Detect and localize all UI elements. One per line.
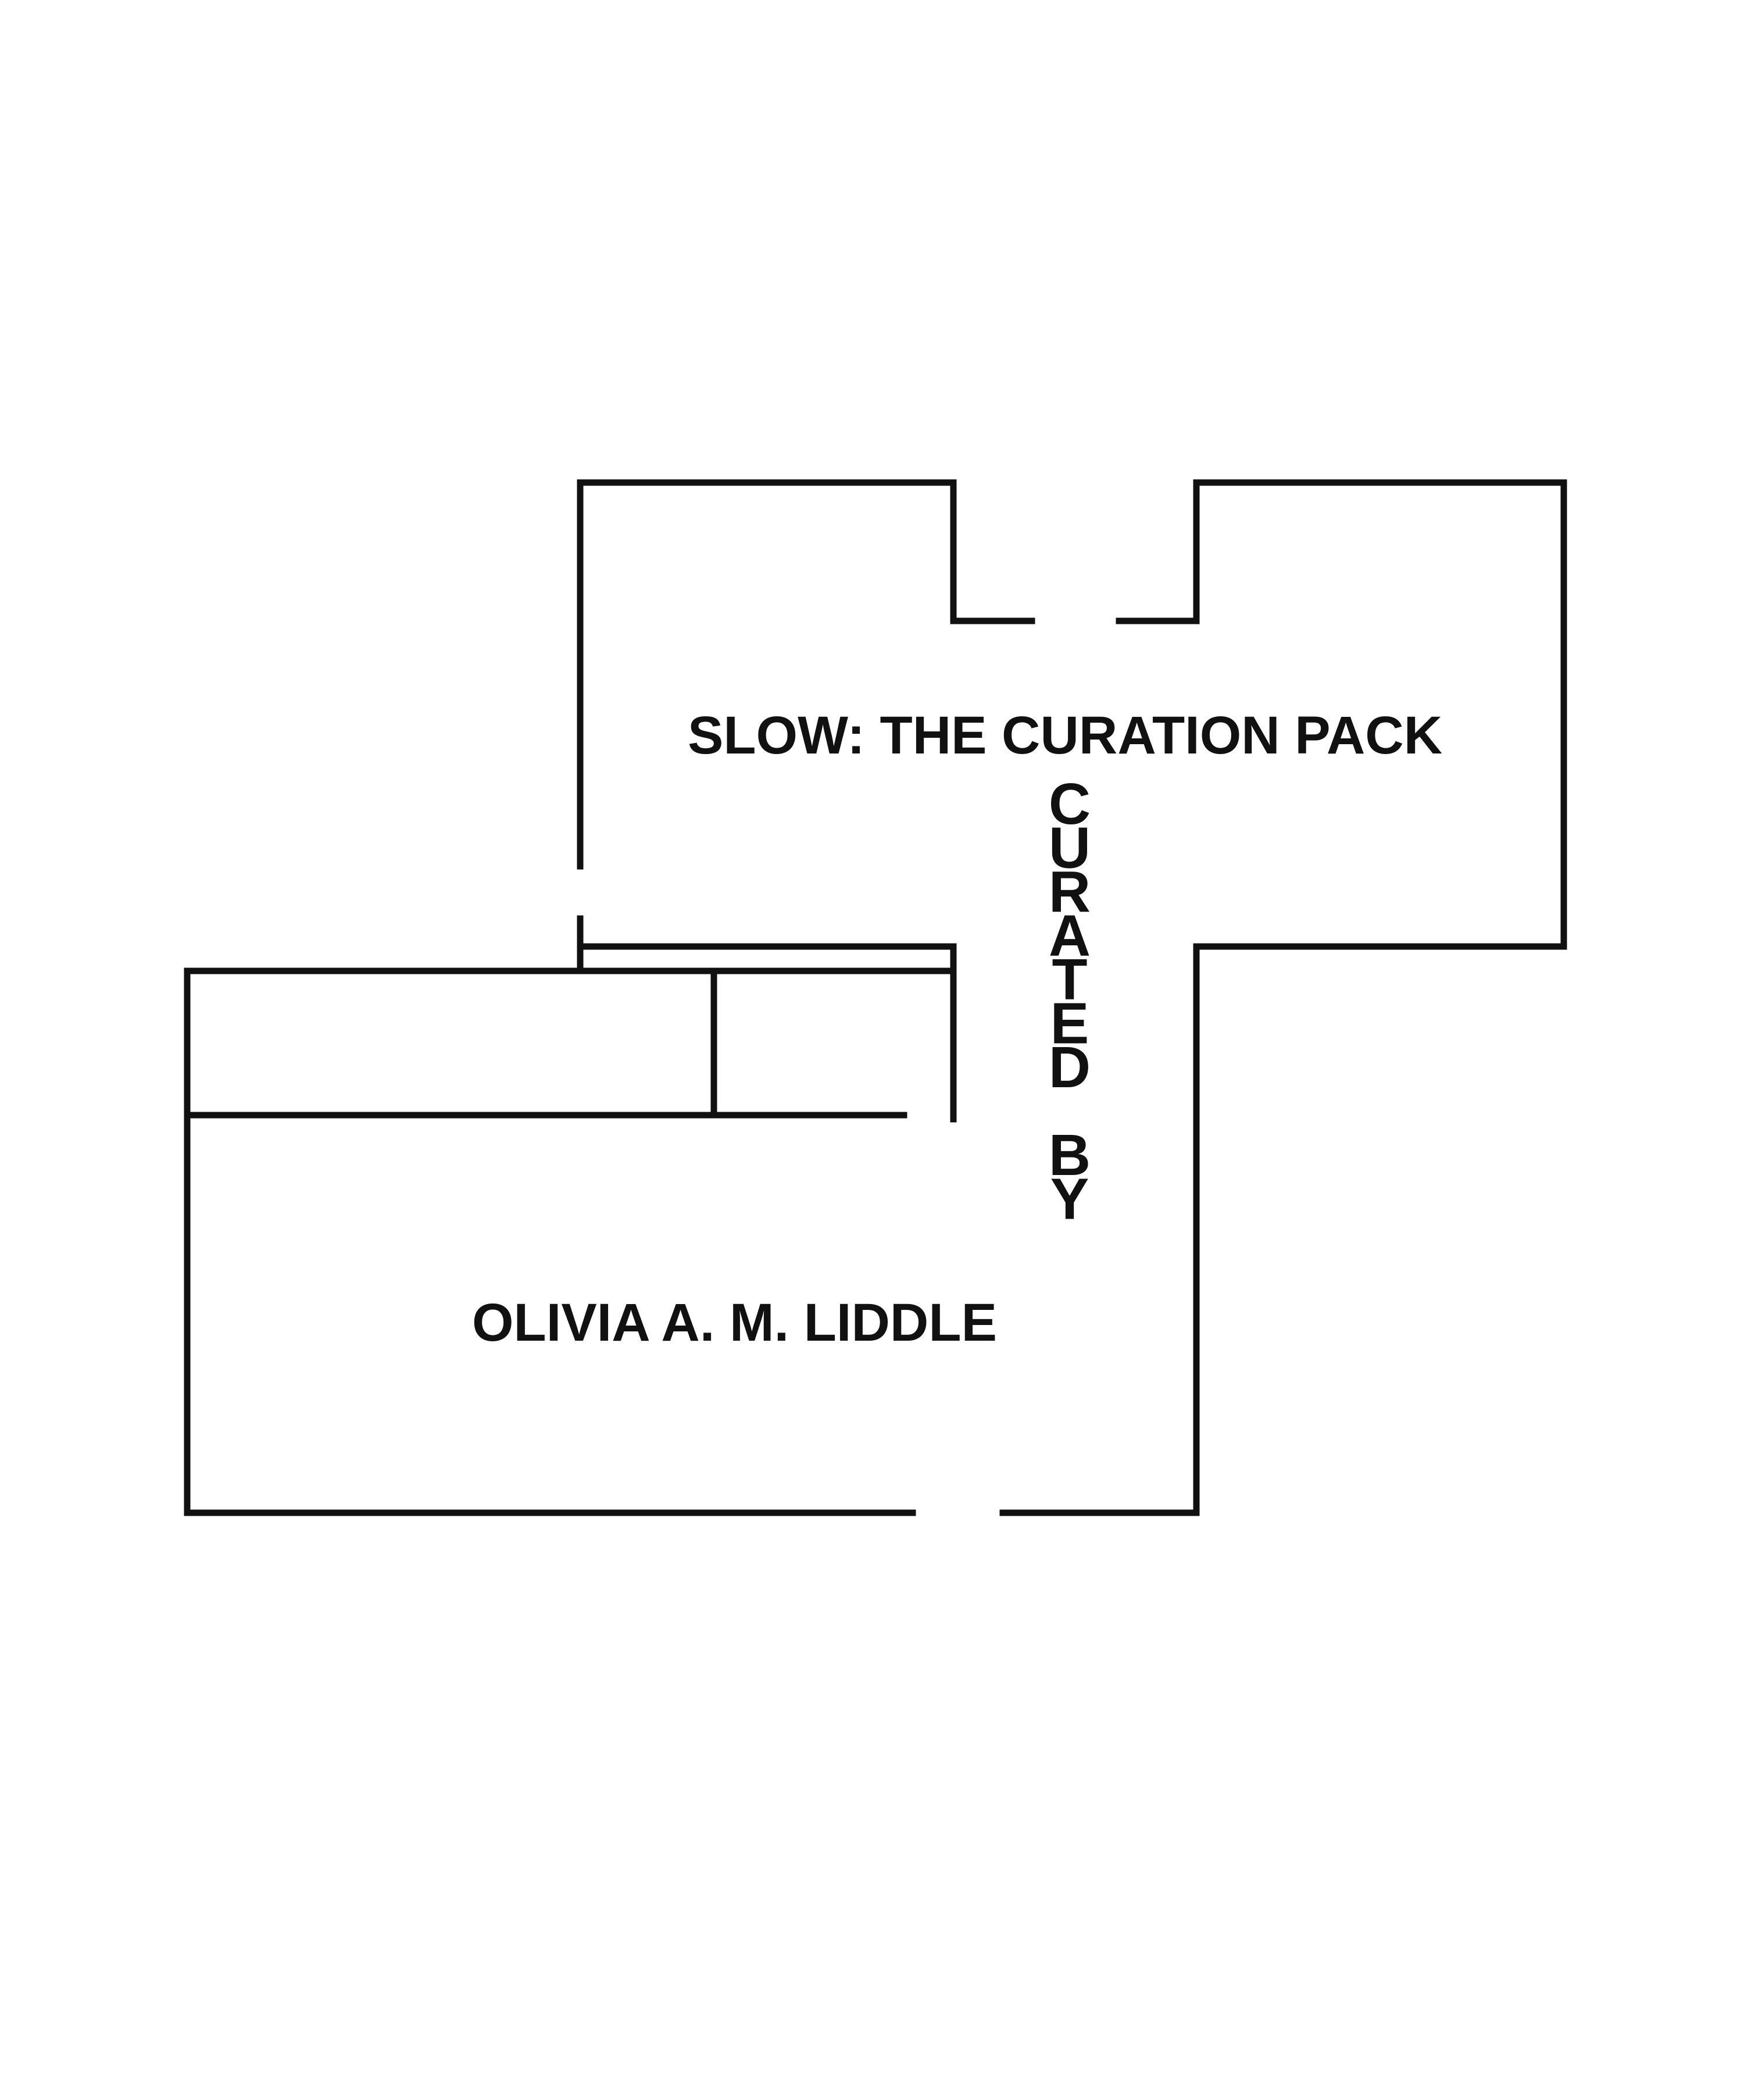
lower-room-walls [184, 943, 957, 1516]
lower-room-top-inner-wall [577, 943, 957, 1123]
curated-by-letter: C [1049, 772, 1091, 837]
curated-by-letter: B [1049, 1123, 1091, 1188]
curated-by-letter: A [1049, 903, 1091, 969]
lower-room-outer-wall [184, 967, 916, 1516]
upper-room-left-top-wall [577, 479, 1035, 870]
curated-by-letter: U [1049, 816, 1091, 881]
curated-by-letter: E [1050, 991, 1089, 1056]
upper-room-right-wall [999, 479, 1567, 1516]
exhibition-title: SLOW: THE CURATION PACK [688, 706, 1442, 765]
curator-name: OLIVIA A. M. LIDDLE [472, 1293, 997, 1352]
curated-by-letter: T [1052, 947, 1087, 1012]
curated-by-letter: Y [1050, 1167, 1089, 1232]
curated-by-letter: D [1049, 1035, 1091, 1100]
curated-by-letter: R [1049, 859, 1091, 924]
upper-room-walls [577, 479, 1567, 1516]
